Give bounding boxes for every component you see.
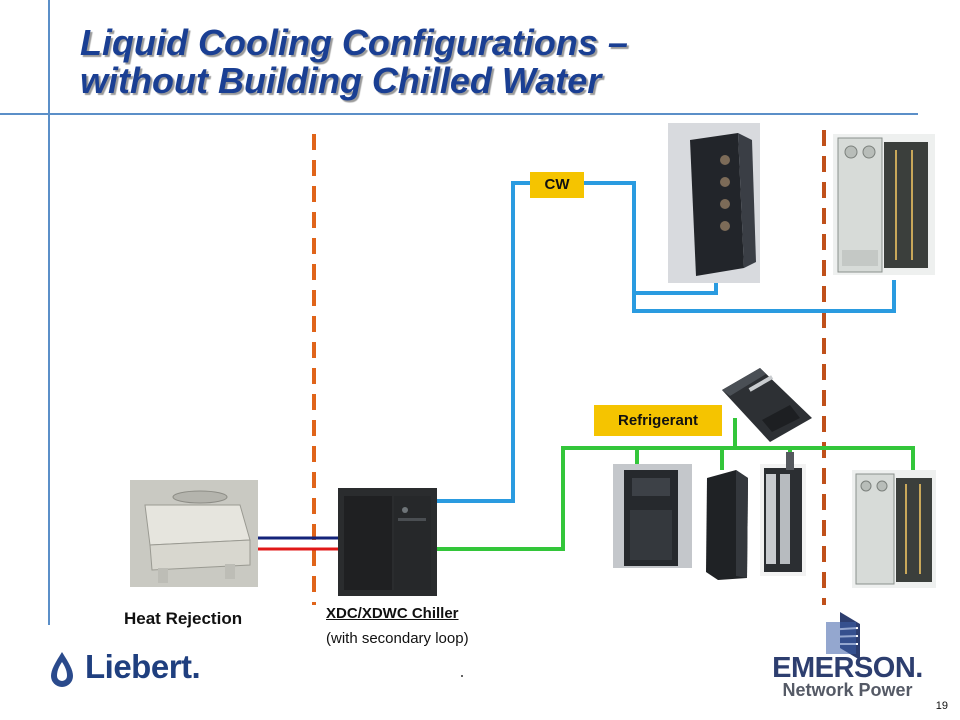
- cw-pipe-branch: [584, 181, 896, 313]
- title-line-1: Liquid Cooling Configurations –: [80, 22, 628, 63]
- emerson-mark-icon: [825, 612, 860, 660]
- heat-rejection-unit-image: [130, 480, 258, 587]
- refrigerant-rack-unit-3-image: [760, 452, 806, 576]
- liebert-logo: Liebert.: [40, 646, 220, 686]
- emerson-logo-subtext: Network Power: [782, 680, 913, 700]
- chiller-sublabel: (with secondary loop): [326, 630, 469, 647]
- rack-cooling-unit-image: [668, 123, 760, 283]
- slide-title: Liquid Cooling Configurations – without …: [80, 24, 940, 100]
- open-cabinet-top-image: [833, 134, 935, 275]
- refrigerant-pipe-main: [437, 446, 915, 551]
- frame-vertical-line: [48, 0, 50, 625]
- open-cabinet-bottom-image: [852, 470, 936, 588]
- emerson-logo-text: EMERSON.: [772, 652, 923, 684]
- title-line-2: without Building Chilled Water: [80, 60, 602, 101]
- cw-label: CW: [530, 172, 584, 198]
- liebert-drop-icon: [51, 652, 73, 687]
- refrigerant-rack-unit-1-image: [613, 464, 692, 568]
- ceiling-cooling-unit-image: [722, 368, 812, 442]
- refrigerant-rack-unit-2-image: [706, 470, 748, 580]
- chiller-unit-image: [338, 488, 437, 596]
- page-number: 19: [935, 700, 948, 712]
- heat-rejection-label: Heat Rejection: [124, 609, 243, 628]
- liebert-logo-text: Liebert.: [85, 648, 201, 685]
- small-dot: [461, 675, 463, 677]
- cw-pipe-main: [437, 181, 530, 503]
- frame-horizontal-line: [0, 113, 918, 115]
- refrigerant-label: Refrigerant: [594, 405, 722, 436]
- emerson-logo: EMERSON. Network Power: [765, 610, 935, 700]
- chiller-label: XDC/XDWC Chiller: [326, 605, 459, 622]
